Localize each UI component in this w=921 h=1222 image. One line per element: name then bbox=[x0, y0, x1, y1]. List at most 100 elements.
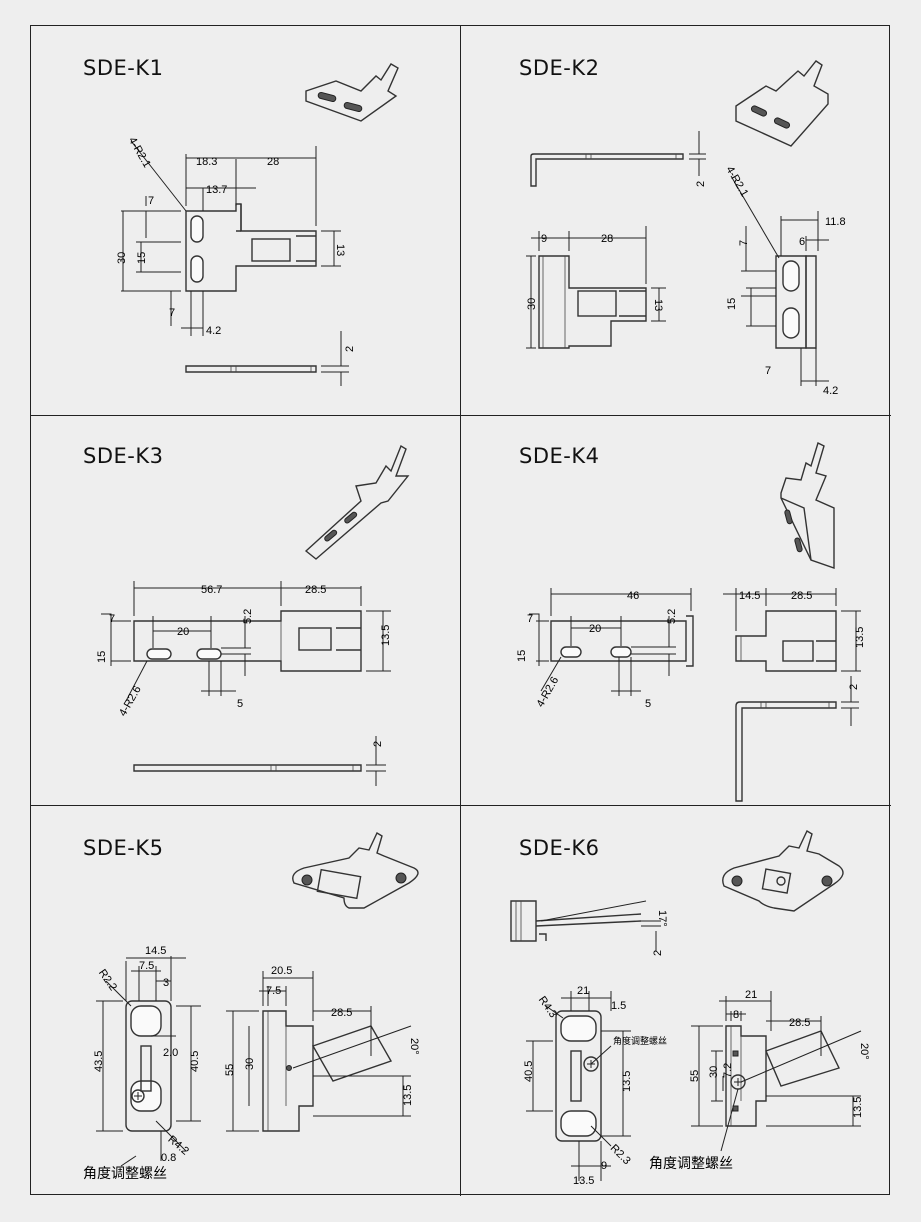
adjust-screw-note: 角度调整螺丝 bbox=[83, 1166, 167, 1182]
dimension-label: 7 bbox=[527, 613, 533, 625]
panel-title: SDE-K5 bbox=[83, 836, 164, 860]
dimension-label: 15 bbox=[96, 651, 108, 663]
dimension-label: 2 bbox=[652, 950, 664, 956]
dimension-label: 5 bbox=[237, 698, 243, 710]
sde-k3-drawing: 56.7 28.5 7 20 5.2 15 13.5 4-R2.6 5 2 bbox=[96, 444, 410, 786]
panel-sde-k3: SDE-K3 56.7 28.5 7 20 5.2 15 13.5 4-R2.6… bbox=[31, 416, 461, 806]
dimension-label: 21 bbox=[577, 985, 589, 997]
dimension-label: 20.5 bbox=[271, 965, 292, 977]
dimension-label: 13 bbox=[334, 244, 346, 256]
dimension-label: 4.2 bbox=[206, 325, 221, 337]
dimension-label: 55 bbox=[224, 1064, 236, 1076]
iso-view bbox=[735, 60, 829, 147]
sde-k2-drawing: 2 9 28 30 13 4-R2.1 11.8 6 7 15 7 4.2 bbox=[526, 60, 846, 397]
drawing-sheet: SDE-K1 4- bbox=[30, 25, 891, 1196]
sde-k6-drawing: 17° 2 21 1.5 R4.3 角度调整螺丝 40.5 13.5 R2.3 … bbox=[510, 830, 870, 1187]
dimension-label: 7 bbox=[109, 613, 115, 625]
dimension-label: 7.5 bbox=[139, 960, 154, 972]
dimension-label: 13.5 bbox=[854, 627, 866, 648]
dimension-label: 4-R2.1 bbox=[126, 135, 153, 170]
iso-view bbox=[305, 63, 399, 122]
dimension-label: 5.2 bbox=[242, 609, 254, 624]
dimension-label: 28.5 bbox=[791, 590, 812, 602]
iso-view bbox=[722, 830, 844, 912]
dimension-label: 43.5 bbox=[93, 1051, 105, 1072]
front-view bbox=[121, 140, 349, 386]
dimension-label: 28.5 bbox=[789, 1017, 810, 1029]
dimension-label: 46 bbox=[627, 590, 639, 602]
sde-k5-drawing: 14.5 7.5 3 R2.2 2.0 43.5 40.5 R4.2 0.8 角… bbox=[83, 832, 420, 1182]
dimension-label: 15 bbox=[516, 650, 528, 662]
dimension-label: 21 bbox=[745, 989, 757, 1001]
dimension-label: 11.8 bbox=[825, 216, 846, 228]
dimension-label: 13.5 bbox=[380, 625, 392, 646]
dimension-label: 56.7 bbox=[201, 584, 222, 596]
panel-title: SDE-K4 bbox=[519, 444, 600, 468]
dimension-label: 13.5 bbox=[402, 1085, 414, 1106]
dimension-label: 2 bbox=[848, 684, 860, 690]
dimension-label: 7 bbox=[738, 240, 750, 246]
panel-title: SDE-K1 bbox=[83, 56, 164, 80]
iso-view bbox=[304, 444, 410, 560]
iso-view bbox=[292, 832, 419, 909]
dimension-label: 20° bbox=[408, 1038, 420, 1055]
dimension-label: 14.5 bbox=[145, 945, 166, 957]
iso-view bbox=[780, 442, 835, 569]
dimension-label: 4-R2.1 bbox=[723, 164, 750, 199]
dimension-label: 2 bbox=[695, 181, 707, 187]
dimension-label: 30 bbox=[708, 1066, 720, 1078]
dimension-label: 2 bbox=[372, 741, 384, 747]
dimension-label: 5.2 bbox=[666, 609, 678, 624]
dimension-label: 2 bbox=[344, 346, 356, 352]
dimension-label: 4.2 bbox=[823, 385, 838, 397]
panel-sde-k6: SDE-K6 17° 2 21 1.5 R4.3 角度调整螺丝 bbox=[461, 806, 891, 1196]
panel-sde-k4: SDE-K4 46 7 20 5.2 15 4-R2.6 5 14.5 bbox=[461, 416, 891, 806]
panel-title: SDE-K6 bbox=[519, 836, 600, 860]
dimension-label: 4-R2.6 bbox=[117, 684, 144, 719]
dimension-label: 15 bbox=[726, 298, 738, 310]
dimension-label: 4-R2.6 bbox=[534, 675, 561, 710]
dimension-label: 5 bbox=[645, 698, 651, 710]
dimension-label: 18.3 bbox=[196, 156, 217, 168]
dimension-label: 7 bbox=[169, 307, 175, 319]
dimension-label: 13.7 bbox=[206, 184, 227, 196]
dimension-label: 3 bbox=[163, 977, 169, 989]
adjust-screw-note-small: 角度调整螺丝 bbox=[613, 1035, 667, 1047]
dimension-label: 30 bbox=[244, 1058, 256, 1070]
dimension-label: 20 bbox=[589, 623, 601, 635]
panel-title: SDE-K3 bbox=[83, 444, 164, 468]
dimension-label: 7 bbox=[765, 365, 771, 377]
dimension-label: 7.2 bbox=[722, 1063, 734, 1078]
dimension-label: 1.5 bbox=[611, 1000, 626, 1012]
dimension-label: 8 bbox=[733, 1009, 739, 1021]
dimension-label: 17° bbox=[656, 910, 668, 927]
dimension-label: 40.5 bbox=[189, 1051, 201, 1072]
dimension-label: 7.5 bbox=[266, 985, 281, 997]
dimension-label: 6 bbox=[799, 236, 805, 248]
dimension-label: 28 bbox=[601, 233, 613, 245]
dimension-label: 13 bbox=[652, 299, 664, 311]
dimension-label: 9 bbox=[541, 233, 547, 245]
sde-k4-drawing: 46 7 20 5.2 15 4-R2.6 5 14.5 28.5 13.5 2 bbox=[516, 442, 866, 802]
adjust-screw-note: 角度调整螺丝 bbox=[649, 1156, 733, 1172]
dimension-label: 30 bbox=[526, 298, 538, 310]
dimension-label: 30 bbox=[116, 252, 128, 264]
panel-title: SDE-K2 bbox=[519, 56, 600, 80]
dimension-label: 2.0 bbox=[163, 1047, 178, 1059]
panel-sde-k1: SDE-K1 4- bbox=[31, 26, 461, 416]
dimension-label: 28 bbox=[267, 156, 279, 168]
sde-k1-drawing: 4-R2.1 18.3 28 13.7 7 30 15 13 7 4.2 2 bbox=[116, 63, 399, 386]
dimension-label: R2.2 bbox=[96, 967, 119, 993]
panel-sde-k5: SDE-K5 14.5 7.5 3 R2.2 2.0 43.5 40.5 R4.… bbox=[31, 806, 461, 1196]
dimension-label: 13.5 bbox=[573, 1175, 594, 1187]
dimension-label: R2.3 bbox=[608, 1142, 633, 1167]
dimension-label: 28.5 bbox=[331, 1007, 352, 1019]
dimension-label: 40.5 bbox=[523, 1061, 535, 1082]
panel-sde-k2: SDE-K2 2 9 28 30 13 4-R2.1 1 bbox=[461, 26, 891, 416]
dimension-label: 15 bbox=[136, 252, 148, 264]
dimension-label: 20 bbox=[177, 626, 189, 638]
dimension-label: 14.5 bbox=[739, 590, 760, 602]
dimension-label: 0.8 bbox=[161, 1152, 176, 1164]
dimension-label: 55 bbox=[689, 1070, 701, 1082]
dimension-label: 13.5 bbox=[852, 1097, 864, 1118]
